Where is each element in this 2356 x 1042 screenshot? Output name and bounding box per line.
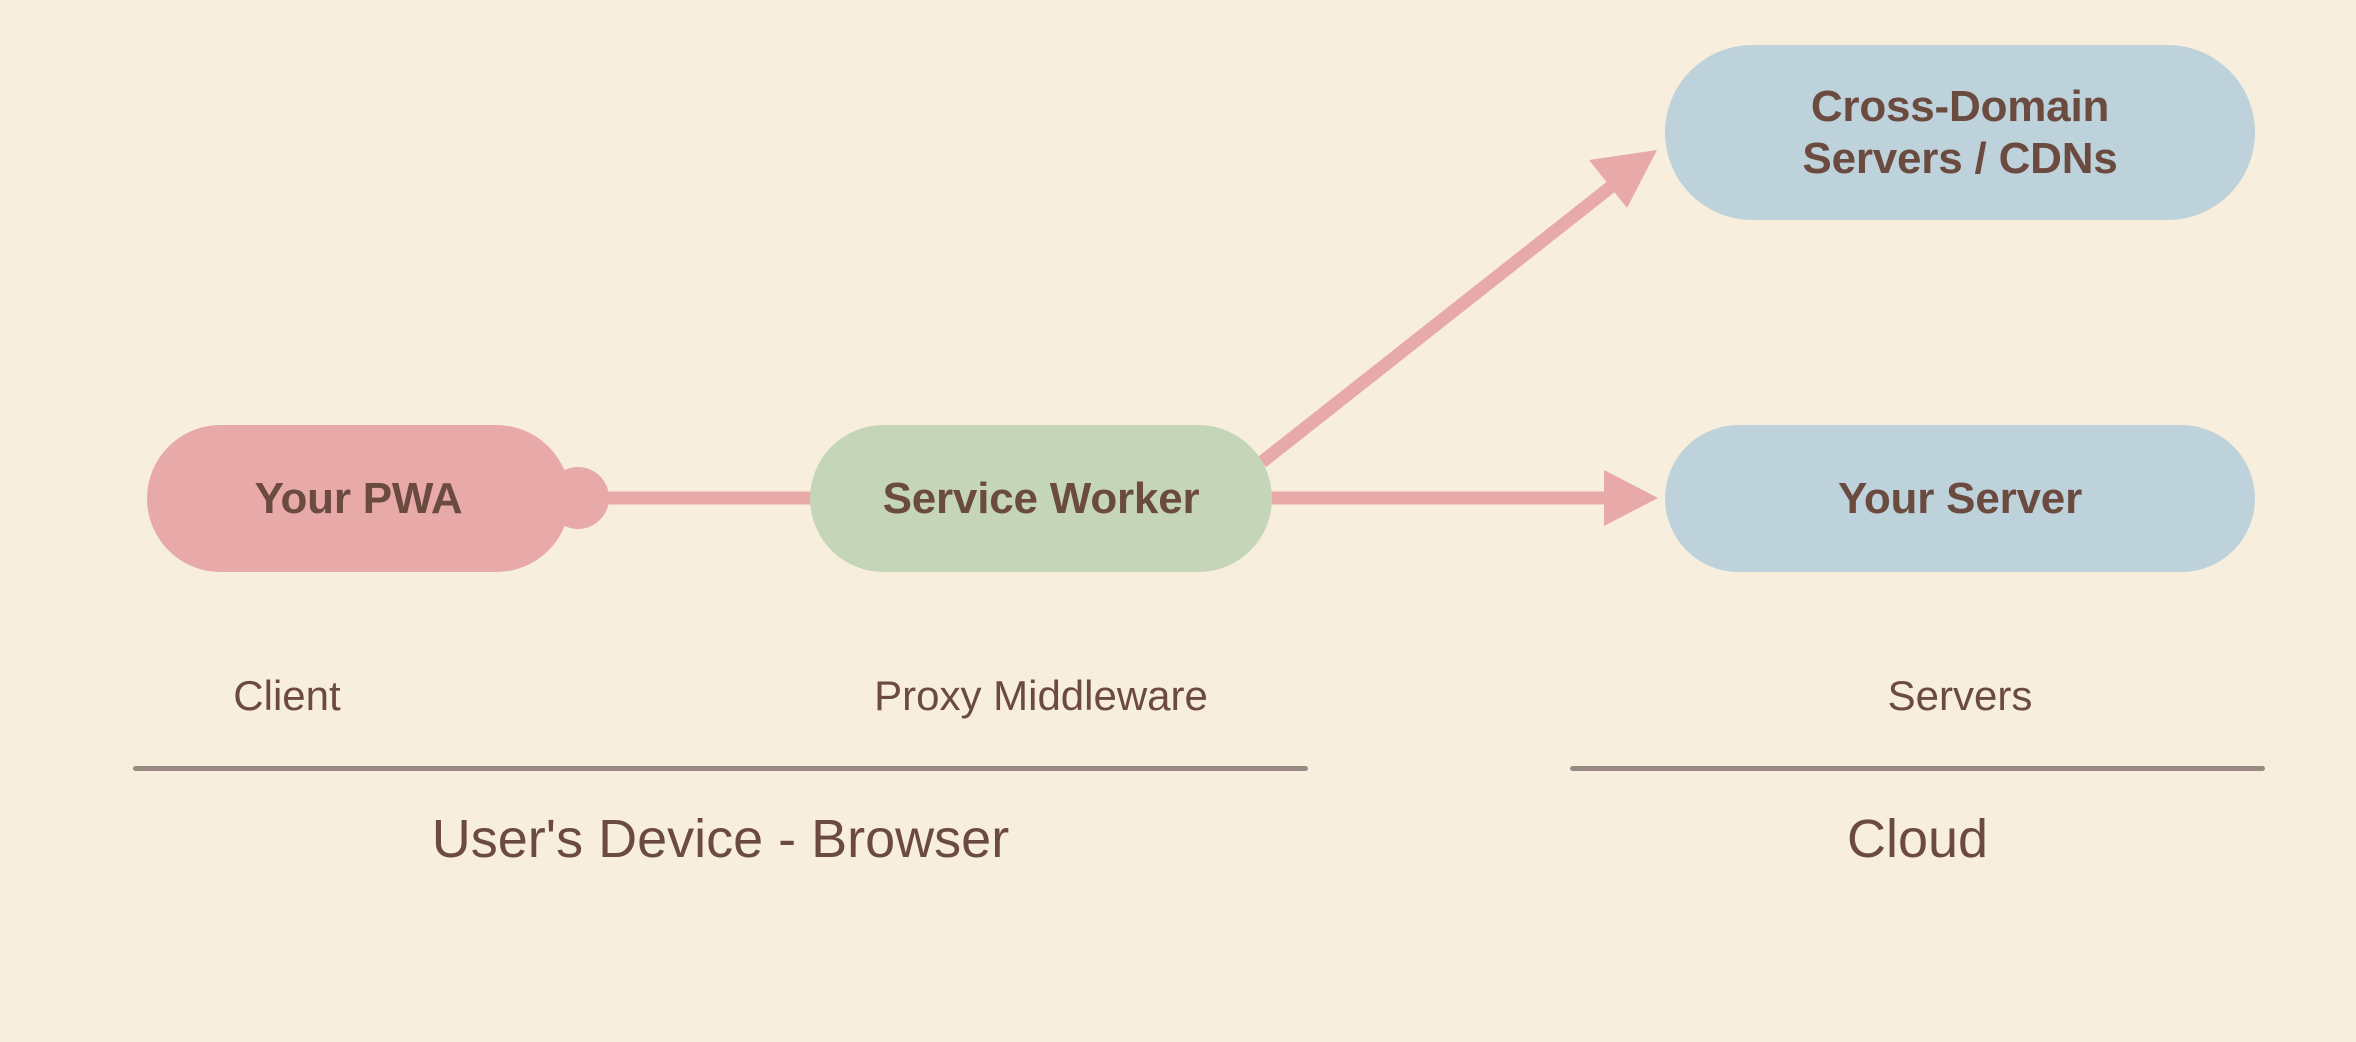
node-your-pwa[interactable]: Your PWA bbox=[147, 425, 570, 572]
node-label-your-pwa: Your PWA bbox=[254, 473, 463, 523]
edge-pwa-to-service-worker bbox=[547, 467, 812, 529]
node-label-cross-domain-servers-cdns: Cross-Domain Servers / CDNs bbox=[1802, 81, 2118, 183]
node-cross-domain-servers-cdns[interactable]: Cross-Domain Servers / CDNs bbox=[1665, 45, 2255, 220]
group-title-cloud: Cloud bbox=[1846, 809, 1989, 869]
node-your-server[interactable]: Your Server bbox=[1665, 425, 2255, 572]
edge-service-worker-to-your-server bbox=[1270, 470, 1658, 526]
zone-caption-proxy-middleware: Proxy Middleware bbox=[874, 672, 1208, 719]
group-divider-device bbox=[133, 766, 1308, 771]
arrowhead-icon-your-server bbox=[1604, 470, 1658, 526]
node-label-your-server: Your Server bbox=[1838, 473, 2082, 523]
node-label-service-worker: Service Worker bbox=[882, 473, 1200, 523]
edge-line-worker-cross-domain bbox=[1257, 176, 1622, 468]
group-divider-cloud bbox=[1570, 766, 2265, 771]
zone-caption-servers: Servers bbox=[1887, 672, 2033, 719]
arrowhead-icon-cross-domain bbox=[1589, 150, 1657, 208]
zone-caption-client: Client bbox=[233, 672, 341, 719]
edge-service-worker-to-cross-domain bbox=[1257, 150, 1657, 468]
group-title-users-device-browser: User's Device - Browser bbox=[431, 809, 1010, 869]
node-service-worker[interactable]: Service Worker bbox=[810, 425, 1272, 572]
